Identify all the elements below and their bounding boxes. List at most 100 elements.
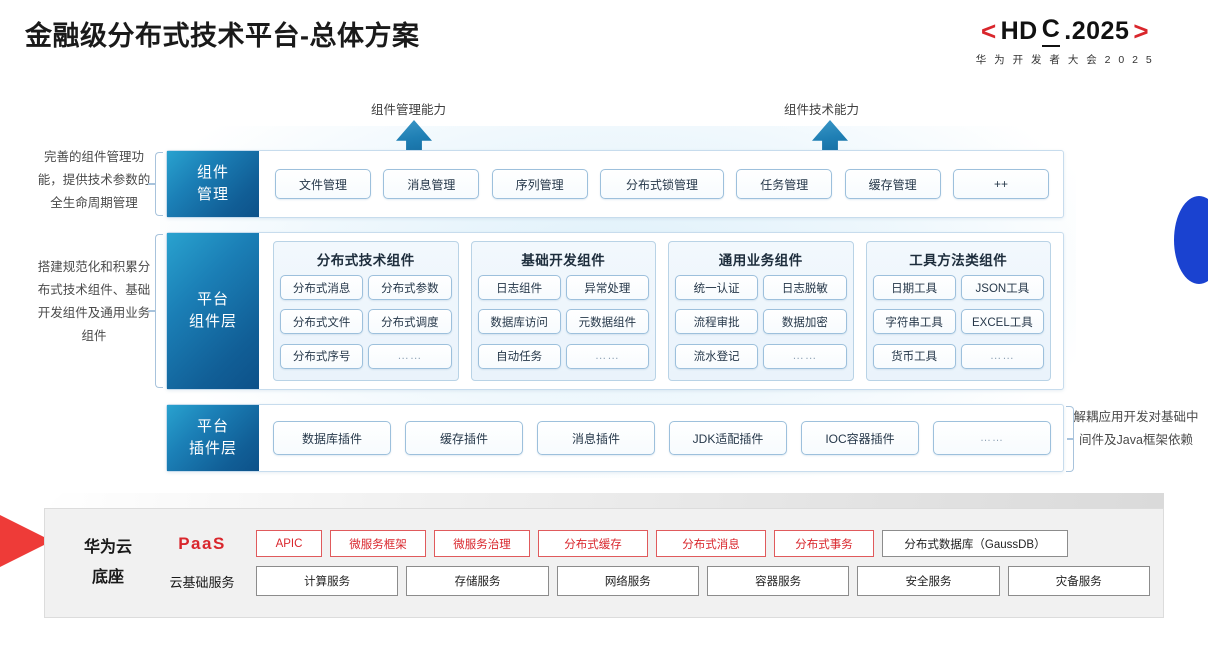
cloud-service-item-2[interactable]: 网络服务 (556, 566, 699, 596)
component-group-title: 基础开发组件 (521, 253, 606, 268)
component-group-grid: 分布式消息分布式参数分布式文件分布式调度分布式序号…… (280, 275, 452, 374)
component-item-1-3[interactable]: 元数据组件 (565, 309, 649, 335)
paas-label: PaaS (178, 533, 226, 553)
base-content: 华为云 底座 PaaS APIC 微服务框架微服务治理分布式缓存分布式消息分布式事… (60, 515, 1150, 611)
base-title: 华为云 底座 (60, 533, 156, 594)
brace-tick-components (148, 310, 155, 312)
component-group-1: 基础开发组件日志组件异常处理数据库访问元数据组件自动任务…… (470, 241, 656, 381)
component-item-2-1[interactable]: 日志脱敏 (763, 275, 847, 300)
paas-item-2[interactable]: 微服务治理 (434, 530, 530, 557)
logo-right-bracket: > (1133, 15, 1150, 46)
cloud-services-label: 云基础服务 (169, 574, 235, 590)
component-item-0-2[interactable]: 分布式文件 (280, 309, 364, 335)
component-item-3-3[interactable]: EXCEL工具 (960, 309, 1044, 335)
layer-label-line1: 平台 (196, 291, 229, 309)
logo-text-post: .2025 (1064, 16, 1130, 45)
plugin-item-1[interactable]: 缓存插件 (405, 421, 523, 455)
logo-subtitle: 华 为 开 发 者 大 会 2 0 2 5 (975, 54, 1155, 66)
component-item-1-1[interactable]: 异常处理 (565, 275, 649, 300)
component-item-3-4[interactable]: 货币工具 (872, 343, 956, 369)
management-item-0[interactable]: 文件管理 (275, 169, 371, 199)
component-item-3-1[interactable]: JSON工具 (960, 275, 1044, 300)
base-slab-top-face (44, 493, 1164, 509)
component-item-2-5[interactable]: …… (763, 343, 847, 369)
arrow-label-technical: 组件技术能力 (784, 103, 860, 117)
brace-tick-plugin (1067, 438, 1074, 440)
paas-item-1[interactable]: 微服务框架 (330, 530, 426, 557)
management-item-4[interactable]: 任务管理 (736, 169, 833, 199)
component-item-2-0[interactable]: 统一认证 (675, 275, 759, 300)
plugin-item-5[interactable]: …… (933, 421, 1051, 455)
base-title-line2: 底座 (91, 569, 124, 586)
plugin-item-3[interactable]: JDK适配插件 (669, 421, 787, 455)
management-item-6[interactable]: ++ (952, 169, 1049, 199)
layer-body-component-management: 文件管理消息管理序列管理分布式锁管理任务管理缓存管理 ++ (259, 151, 1063, 217)
component-group-2: 通用业务组件统一认证日志脱敏流程审批数据加密流水登记…… (668, 241, 854, 381)
layer-body-platform-plugins: 数据库插件缓存插件消息插件 JDK适配插件 IOC容器插件 …… (259, 405, 1063, 471)
component-item-0-0[interactable]: 分布式消息 (280, 275, 364, 300)
layer-component-management: 组件 管理 文件管理消息管理序列管理分布式锁管理任务管理缓存管理++ (166, 150, 1064, 218)
component-group-0: 分布式技术组件分布式消息分布式参数分布式文件分布式调度分布式序号…… (273, 241, 459, 381)
logo-left-bracket: < (980, 15, 997, 46)
plugin-item-4[interactable]: IOC容器插件 (801, 421, 919, 455)
cloud-service-item-5[interactable]: 灾备服务 (1007, 566, 1150, 596)
component-item-0-4[interactable]: 分布式序号 (280, 343, 364, 369)
layer-platform-components: 平台 组件层 分布式技术组件分布式消息分布式参数分布式文件分布式调度分布式序号…… (166, 232, 1064, 390)
component-item-1-4[interactable]: 自动任务 (477, 343, 561, 369)
component-item-0-3[interactable]: 分布式调度 (368, 309, 452, 335)
component-item-2-3[interactable]: 数据加密 (763, 309, 847, 335)
layer-label-line1: 组件 (196, 164, 229, 182)
brace-tick-management (148, 183, 155, 185)
layer-platform-plugins: 平台 插件层 数据库插件缓存插件消息插件 JDK适配插件 IOC容器插件 …… (166, 404, 1064, 472)
layer-body-platform-components: 分布式技术组件分布式消息分布式参数分布式文件分布式调度分布式序号……基础开发组件… (259, 233, 1063, 389)
cloud-service-item-0[interactable]: 计算服务 (256, 566, 399, 596)
side-note-components: 搭建规范化和积累分布式技术组件、基础开发组件及通用业务组件 (37, 260, 151, 344)
component-item-0-1[interactable]: 分布式参数 (368, 275, 452, 300)
layer-label-platform-plugins: 平台 插件层 (167, 405, 259, 471)
component-item-3-0[interactable]: 日期工具 (872, 275, 956, 300)
cloud-cell-list: 计算服务存储服务网络服务容器服务安全服务灾备服务 (256, 566, 1150, 596)
component-item-0-5[interactable]: …… (368, 343, 452, 369)
layer-label-line1: 平台 (196, 418, 229, 436)
side-note-management: 完善的组件管理功能，提供技术参数的全生命周期管理 (37, 150, 151, 211)
base-row-cloud: 云基础服务 计算服务存储服务网络服务容器服务安全服务灾备服务 (156, 566, 1150, 596)
paas-item-5[interactable]: 分布式事务 (774, 530, 874, 557)
blue-circle-decoration (1174, 196, 1208, 284)
paas-item-6[interactable]: 分布式数据库（GaussDB） (882, 530, 1068, 557)
cloud-service-item-3[interactable]: 容器服务 (706, 566, 850, 596)
layer-label-line2: 组件层 (188, 313, 237, 330)
component-item-1-2[interactable]: 数据库访问 (477, 309, 561, 335)
component-item-3-2[interactable]: 字符串工具 (872, 309, 956, 335)
base-title-line1: 华为云 (83, 538, 132, 556)
brace-management (155, 152, 163, 216)
paas-item-3[interactable]: 分布式缓存 (538, 530, 648, 557)
side-note-plugin: 解耦应用开发对基础中间件及Java框架依赖 (1073, 410, 1199, 448)
cloud-service-item-1[interactable]: 存储服务 (406, 566, 549, 596)
component-group-title: 通用业务组件 (718, 253, 803, 268)
management-item-3[interactable]: 分布式锁管理 (599, 169, 724, 199)
logo-text-pre: HD (1000, 16, 1038, 45)
management-item-2[interactable]: 序列管理 (491, 169, 588, 199)
base-row-paas: PaaS APIC 微服务框架微服务治理分布式缓存分布式消息分布式事务分布式数据库… (156, 530, 1150, 557)
plugin-item-0[interactable]: 数据库插件 (273, 421, 391, 455)
component-item-1-5[interactable]: …… (565, 343, 649, 369)
component-group-grid: 统一认证日志脱敏流程审批数据加密流水登记…… (675, 275, 847, 374)
component-item-2-4[interactable]: 流水登记 (675, 343, 759, 369)
arrow-label-management: 组件管理能力 (371, 103, 447, 117)
layer-label-platform-components: 平台 组件层 (167, 233, 259, 389)
paas-item-0[interactable]: APIC (256, 530, 322, 557)
management-item-1[interactable]: 消息管理 (383, 169, 480, 199)
cloud-service-item-4[interactable]: 安全服务 (857, 566, 1000, 596)
plugin-item-2[interactable]: 消息插件 (537, 421, 655, 455)
component-item-1-0[interactable]: 日志组件 (477, 275, 561, 300)
page-title: 金融级分布式技术平台-总体方案 (25, 21, 420, 51)
management-item-5[interactable]: 缓存管理 (844, 169, 941, 199)
brace-components (155, 234, 163, 388)
component-item-3-5[interactable]: …… (960, 343, 1044, 369)
paas-item-4[interactable]: 分布式消息 (656, 530, 766, 557)
component-item-2-2[interactable]: 流程审批 (675, 309, 759, 335)
paas-cell-list: APIC 微服务框架微服务治理分布式缓存分布式消息分布式事务分布式数据库（Gaus… (256, 530, 1150, 557)
